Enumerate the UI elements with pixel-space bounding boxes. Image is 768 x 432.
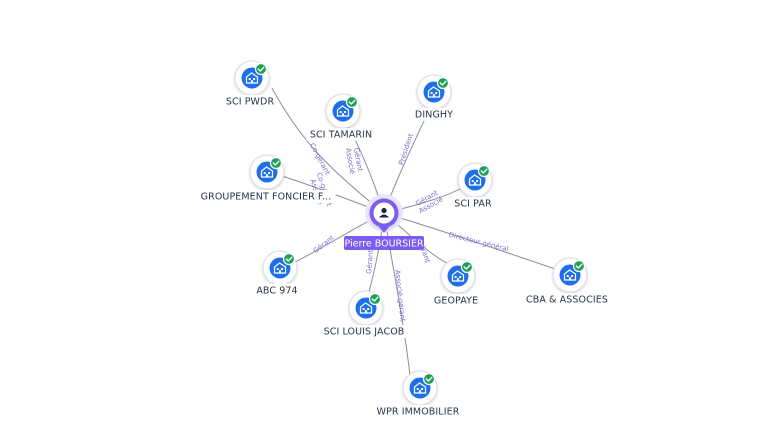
check-badge-icon [477,164,491,178]
edge-sci-pwdr [271,87,385,214]
building-icon [451,270,465,282]
edge-cba-associes [383,212,559,271]
edge-label-abc-974: Gérant [312,234,336,255]
company-label: ABC 974 [253,284,301,297]
company-label: WPR IMMOBILIER [374,405,462,418]
company-node-sci-louis-jacob[interactable]: SCI LOUIS JACOB [317,290,411,338]
company-name: SCI PAR [454,199,492,210]
building-icon [427,86,441,98]
company-name: DINGHY [415,110,453,121]
check-badge-icon [345,95,359,109]
company-label: SCI PAR [449,197,497,210]
company-label: CBA & ASSOCIES [523,293,611,306]
company-name: SCI PWDR [226,97,275,108]
company-label: GEOPAYE [432,294,480,307]
company-label: DINGHY [413,108,455,121]
edge-label-wpr-immobilier: Associé-gérant [393,269,406,322]
person-icon [379,207,389,218]
company-name: GEOPAYE [434,296,478,307]
building-icon [336,105,350,117]
check-badge-icon [282,252,296,266]
company-label: SCI PWDR [223,95,277,108]
building-icon [413,382,427,394]
company-node-sci-tamarin[interactable]: SCI TAMARIN [306,93,376,141]
edge-label-sci-louis-jacob: Gérant [365,249,375,274]
company-node-sci-pwdr[interactable]: SCI PWDR [223,60,277,108]
company-name: ABC 974 [256,286,297,297]
company-name: SCI LOUIS JACOB [324,327,405,338]
center-name-tag [344,236,424,250]
company-node-geopaye[interactable]: GEOPAYE [432,258,480,307]
building-icon [260,166,274,178]
company-node-abc-974[interactable]: ABC 974 [253,250,301,297]
building-icon [563,269,577,281]
check-badge-icon [422,372,436,386]
check-badge-icon [460,260,474,274]
check-badge-icon [368,292,382,306]
center-name: Pierre BOURSIER [344,239,424,250]
edge-label-dinghy: Président [397,132,415,166]
nodes-layer: SCI PWDR SCI TAMARIN DINGHY GROUPEMENT FONC… [196,60,611,418]
building-icon [359,302,373,314]
building-icon [468,174,482,186]
company-node-cba-associes[interactable]: CBA & ASSOCIES [523,257,611,306]
edge-label-cba-associes: Directeur général [448,231,510,254]
company-node-wpr-immobilier[interactable]: WPR IMMOBILIER [374,370,462,418]
edge-label-sci-tamarin: GérantAssocié [344,146,364,175]
company-label: GROUPEMENT FONCIER F... [196,190,336,203]
company-name: GROUPEMENT FONCIER F... [201,192,332,203]
edge-wpr-immobilier [383,212,411,377]
edge-label-sci-par: GérantAssocié [414,188,445,215]
company-name: SCI TAMARIN [310,130,372,141]
center-person-node[interactable]: Pierre BOURSIER [344,194,424,250]
check-badge-icon [254,62,268,76]
company-label: SCI LOUIS JACOB [317,325,411,338]
company-node-dinghy[interactable]: DINGHY [413,74,455,121]
building-icon [273,262,287,274]
company-label: SCI TAMARIN [306,128,376,141]
company-name: CBA & ASSOCIES [526,295,608,306]
check-badge-icon [269,156,283,170]
company-name: WPR IMMOBILIER [377,407,460,418]
company-node-groupement-foncier[interactable]: GROUPEMENT FONCIER F... [196,154,336,203]
company-node-sci-par[interactable]: SCI PAR [449,162,497,210]
check-badge-icon [572,259,586,273]
building-icon [245,72,259,84]
check-badge-icon [436,76,450,90]
